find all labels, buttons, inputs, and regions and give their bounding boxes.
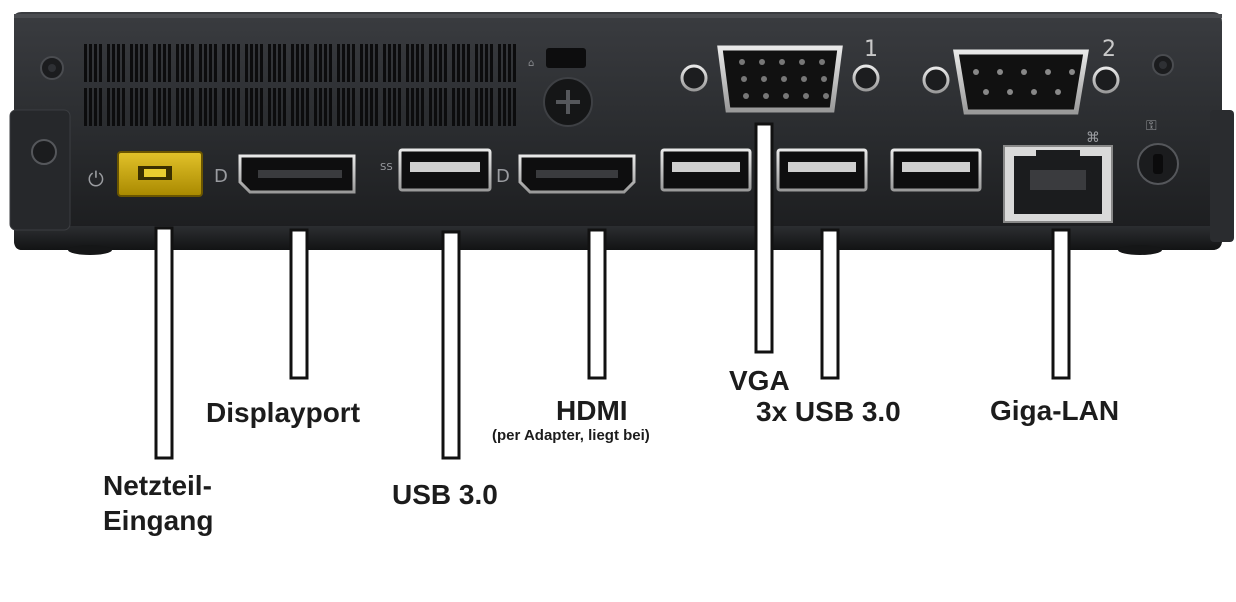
leader-usb-triple <box>820 228 840 380</box>
chassis-screw-left <box>40 56 64 80</box>
leader-vga <box>754 122 774 354</box>
vga-port: 1 <box>680 37 880 113</box>
label-power-input: Netzteil- Eingang <box>103 468 213 538</box>
usb-port-2 <box>776 148 868 192</box>
label-usb-single: USB 3.0 <box>392 479 498 510</box>
leader-displayport <box>289 228 309 380</box>
label-usb-triple: 3x USB 3.0 <box>756 396 901 427</box>
label-power-line1: Netzteil- <box>103 470 212 501</box>
leader-lan <box>1051 228 1071 380</box>
screw-mount <box>543 77 593 127</box>
usb-ss-icon: SS <box>380 162 393 173</box>
port-number-2: 2 <box>1102 37 1116 62</box>
label-power-line2: Eingang <box>103 505 214 536</box>
hdmi-adapter-port: D <box>496 154 636 194</box>
usb-port-single: SS <box>380 148 492 192</box>
label-lan: Giga-LAN <box>990 395 1120 426</box>
network-icon: ⌘ <box>1086 130 1100 146</box>
displayport-symbol-icon: D <box>214 166 228 187</box>
lock-icon: ⚿ <box>1146 118 1157 134</box>
leader-usb-single <box>441 230 461 460</box>
leader-power <box>154 226 174 460</box>
label-hdmi: HDMI <box>556 395 628 426</box>
power-plug-icon: ⏻ <box>88 167 104 191</box>
hdmi-symbol-icon: D <box>496 166 510 187</box>
padlock-slot-icon: ⌂ <box>528 48 586 69</box>
usb-port-1 <box>660 148 752 192</box>
rear-button <box>31 139 57 165</box>
power-input-port: ⏻ <box>88 151 203 197</box>
ventilation-grille <box>84 44 516 126</box>
label-hdmi-note: (per Adapter, liegt bei) <box>492 427 650 444</box>
label-vga: VGA <box>729 365 790 396</box>
security-lock-slot: ⚿ <box>1137 118 1179 185</box>
label-displayport: Displayport <box>206 397 361 428</box>
port-number-1: 1 <box>864 37 878 62</box>
displayport-port: D <box>214 154 356 194</box>
usb-port-3 <box>890 148 982 192</box>
chassis-screw-right <box>1152 54 1174 76</box>
serial-port: 2 <box>922 37 1120 115</box>
svg-text:⌂: ⌂ <box>528 58 534 69</box>
leader-hdmi <box>587 228 607 380</box>
ethernet-port: ⌘ <box>1003 130 1113 223</box>
leader-lines <box>154 122 1071 460</box>
